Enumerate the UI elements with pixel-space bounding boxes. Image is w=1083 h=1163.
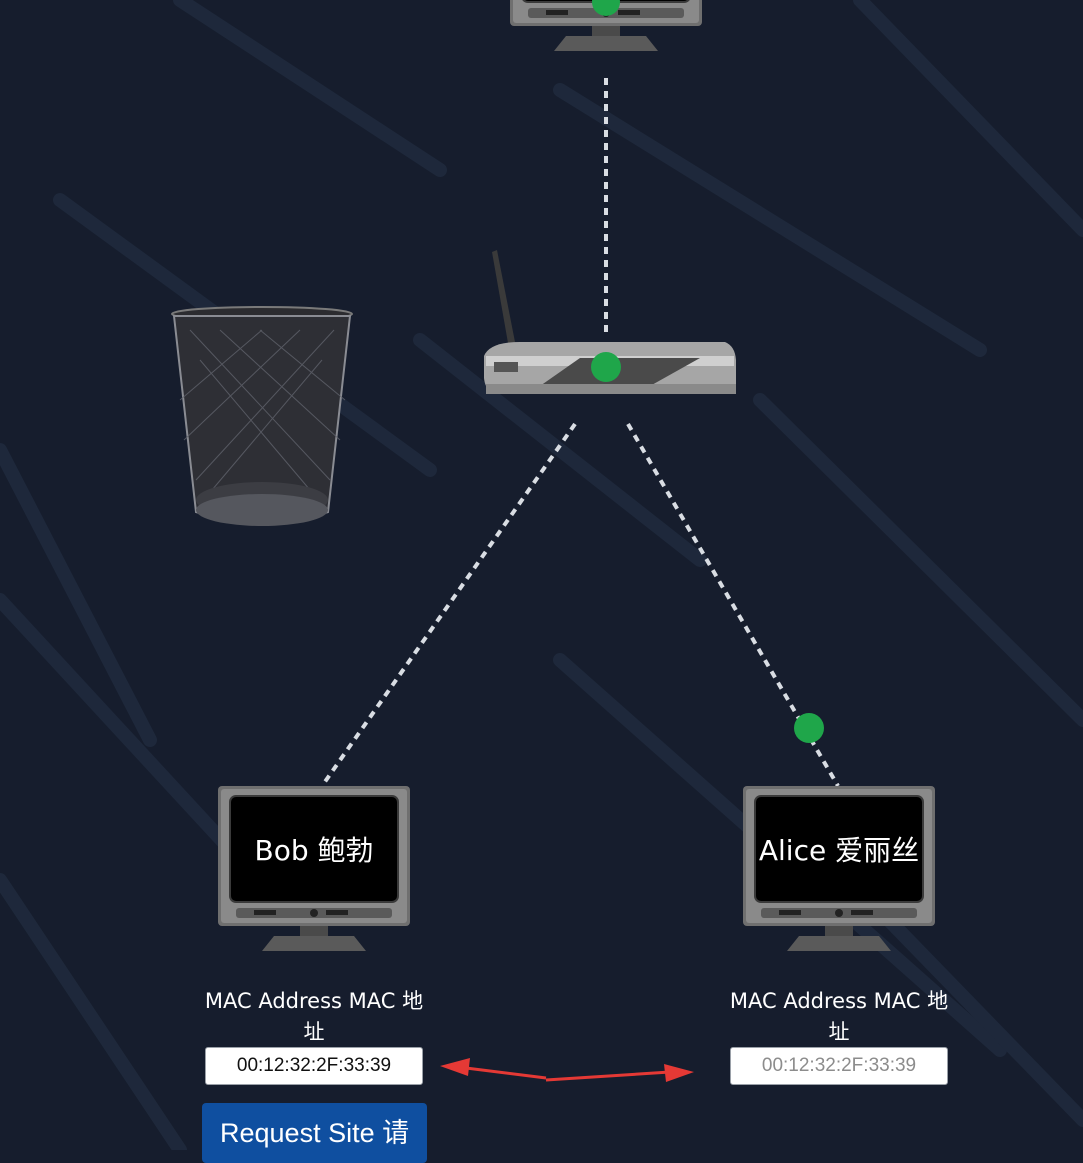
link-router-alice [626,422,840,788]
link-router-bob [320,422,577,788]
packet-dot [794,713,824,743]
alice-mac-input[interactable] [730,1047,948,1085]
request-site-button[interactable]: Request Site 请 [202,1103,427,1163]
trash-bin-icon[interactable] [171,306,353,526]
connection-lines [320,78,840,788]
bob-mac-label: MAC Address MAC 地址 [204,989,424,1044]
alice-mac-label: MAC Address MAC 地址 [729,989,949,1044]
bob-screen-label: Bob 鲍勃 [254,834,374,867]
bob-mac-input[interactable] [205,1047,423,1085]
router-packet-dot [591,352,621,382]
bob-computer: Bob 鲍勃 [218,786,410,951]
alice-screen-label: Alice 爱丽丝 [758,834,920,867]
alice-computer: Alice 爱丽丝 [743,786,935,951]
double-arrow-icon [440,1058,694,1082]
packet-dot [592,0,620,16]
